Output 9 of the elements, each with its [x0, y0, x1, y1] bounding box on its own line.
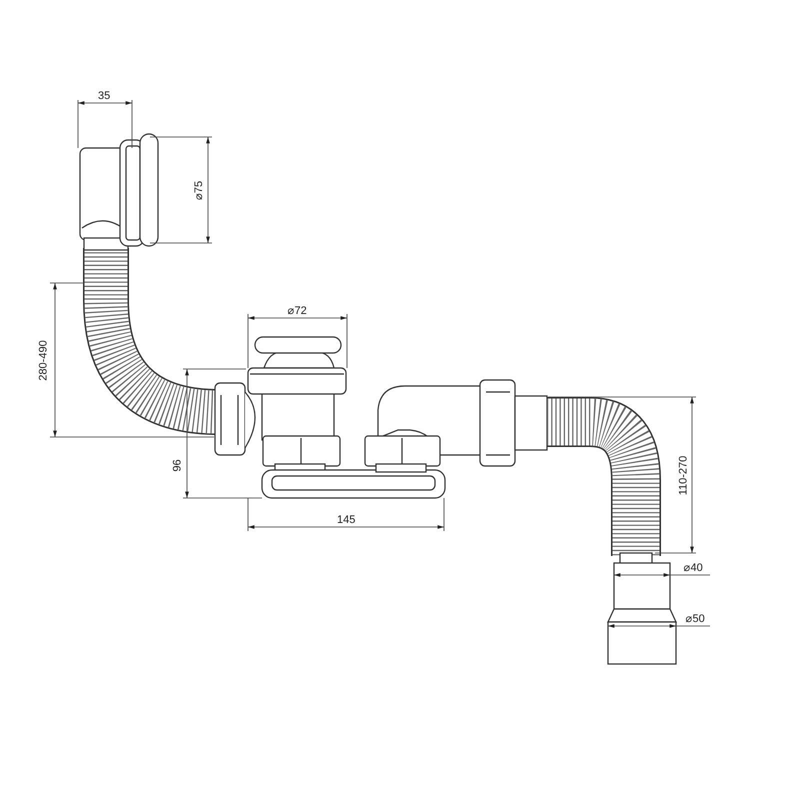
- dimension-label: 145: [336, 514, 356, 526]
- dimension-label: ⌀40: [682, 562, 704, 574]
- dimension-label: 96: [172, 458, 184, 472]
- dimension-label: ⌀50: [684, 614, 706, 624]
- dimension-label: ⌀72: [286, 306, 308, 316]
- dimension-label: 280-490: [38, 338, 50, 382]
- dimension-label: 35: [97, 90, 112, 102]
- dimension-label: ⌀75: [194, 179, 205, 201]
- dimension-label: 110-270: [678, 454, 690, 496]
